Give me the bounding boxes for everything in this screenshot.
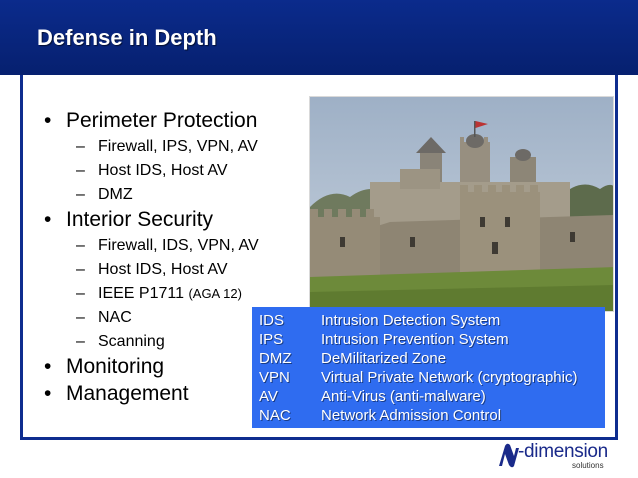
sub-bullet: –IEEE P1711 (AGA 12) [38, 282, 298, 306]
sub-bullet: –Host IDS, Host AV [38, 258, 298, 282]
sub-bullet: –Firewall, IDS, VPN, AV [38, 234, 298, 258]
bullet-icon: • [44, 109, 52, 132]
title-bar: Defense in Depth [0, 0, 638, 75]
logo-wordmark: -dimension [518, 441, 608, 462]
dash-icon: – [76, 138, 85, 155]
slide-title: Defense in Depth [37, 25, 217, 50]
castle-photo [309, 96, 614, 312]
sub-bullet: –Firewall, IPS, VPN, AV [38, 135, 298, 159]
dash-icon: – [76, 333, 85, 350]
bullet-monitoring: •Monitoring [44, 355, 165, 378]
dash-icon: – [76, 261, 85, 278]
bullet-icon: • [44, 355, 52, 378]
sub-bullet: –DMZ [38, 183, 298, 207]
castle-image [310, 97, 613, 311]
bullet-list: •Perimeter Protection –Firewall, IPS, VP… [38, 108, 298, 408]
dash-icon: – [76, 162, 85, 179]
logo-mark-icon [499, 443, 519, 468]
n-dimension-logo: -dimension solutions [496, 438, 616, 472]
dash-icon: – [76, 186, 85, 203]
bullet-management: •Management [44, 382, 189, 405]
sub-bullet: –NAC [38, 306, 298, 330]
logo-subtitle: solutions [572, 461, 604, 470]
dash-icon: – [76, 285, 85, 302]
dash-icon: – [76, 309, 85, 326]
bullet-icon: • [44, 208, 52, 231]
sub-note: (AGA 12) [188, 286, 242, 301]
dash-icon: – [76, 237, 85, 254]
bullet-interior: •Interior Security [44, 208, 214, 231]
bullet-icon: • [44, 382, 52, 405]
bullet-perimeter: •Perimeter Protection [44, 109, 258, 132]
sub-bullet: –Scanning [38, 330, 298, 354]
sub-bullet: –Host IDS, Host AV [38, 159, 298, 183]
